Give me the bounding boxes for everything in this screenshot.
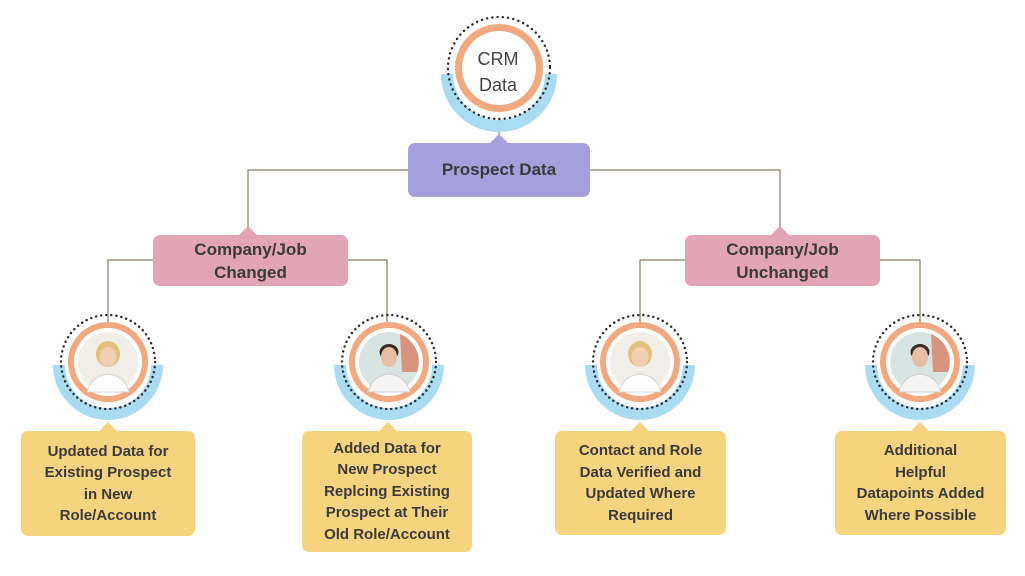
leaf-4-line4: Where Possible: [864, 506, 977, 524]
root-label-line1: CRM: [477, 49, 519, 69]
connector-right-a: [639, 259, 685, 322]
leaf-3-line3: Updated Where: [585, 485, 696, 502]
leaf-2-line2: New Prospect: [337, 461, 437, 479]
leaf-3-line1: Contact and Role: [578, 442, 703, 459]
branch-left-notch: [239, 226, 257, 235]
branch-unchanged-line2: Unchanged: [736, 262, 829, 282]
woman-avatar-icon: [53, 313, 163, 420]
branch-changed-line2: Changed: [214, 262, 287, 282]
leaf-1-line4: Role/Account: [59, 507, 157, 524]
leaf-4-box: Additional Helpful Datapoints Added Wher…: [835, 431, 1006, 535]
root-label: CRM Data: [450, 46, 546, 98]
leaf-1-line3: in New: [83, 485, 133, 503]
leaf-2-line3: Replcing Existing: [324, 482, 450, 500]
branch-right-notch: [771, 226, 789, 235]
leaf-4-line1: Additional: [883, 442, 958, 459]
connector-main-right: [590, 169, 781, 235]
leaf-4-notch: [911, 422, 929, 431]
leaf-4-line3: Datapoints Added: [856, 485, 985, 502]
branch-changed-box: Company/Job Changed: [153, 235, 348, 286]
leaf-3-line4: Required: [607, 506, 673, 524]
leaf-3-avatar-node: [583, 310, 697, 424]
leaf-3-box: Contact and Role Data Verified and Updat…: [555, 431, 726, 535]
leaf-1-line2: Existing Prospect: [44, 464, 172, 481]
leaf-1-notch: [99, 422, 117, 431]
leaf-3-notch: [631, 422, 649, 431]
root-label-line2: Data: [478, 75, 518, 95]
leaf-4-line2: Helpful: [895, 463, 946, 481]
connector-right-b: [880, 259, 921, 322]
connector-left-a: [107, 259, 153, 322]
leaf-2-line4: Prospect at Their: [325, 504, 449, 522]
branch-unchanged-line1: Company/Job: [726, 239, 839, 259]
man-avatar-icon: [334, 313, 444, 420]
leaf-1-box: Updated Data for Existing Prospect in Ne…: [21, 431, 195, 536]
main-box-notch: [490, 134, 508, 143]
root-ring-graphic: [441, 15, 557, 132]
connector-left-b: [348, 259, 388, 322]
woman-avatar-icon: [585, 313, 695, 420]
leaf-2-avatar-node: [332, 310, 446, 424]
prospect-data-label: Prospect Data: [441, 160, 557, 179]
leaf-1-avatar-node: [51, 310, 165, 424]
leaf-2-box: Added Data for New Prospect Replcing Exi…: [302, 431, 472, 552]
man-avatar-icon: [865, 313, 975, 420]
root-node: [439, 14, 559, 134]
prospect-data-box: Prospect Data: [408, 143, 590, 197]
leaf-4-avatar-node: [863, 310, 977, 424]
leaf-3-line2: Data Verified and: [579, 463, 702, 481]
branch-changed-line1: Company/Job: [194, 239, 307, 259]
leaf-2-line5: Old Role/Account: [324, 525, 450, 543]
connector-main-left: [247, 169, 408, 235]
leaf-2-line1: Added Data for: [333, 439, 441, 457]
leaf-2-notch: [379, 422, 397, 431]
branch-unchanged-box: Company/Job Unchanged: [685, 235, 880, 286]
leaf-1-line1: Updated Data for: [47, 442, 169, 460]
